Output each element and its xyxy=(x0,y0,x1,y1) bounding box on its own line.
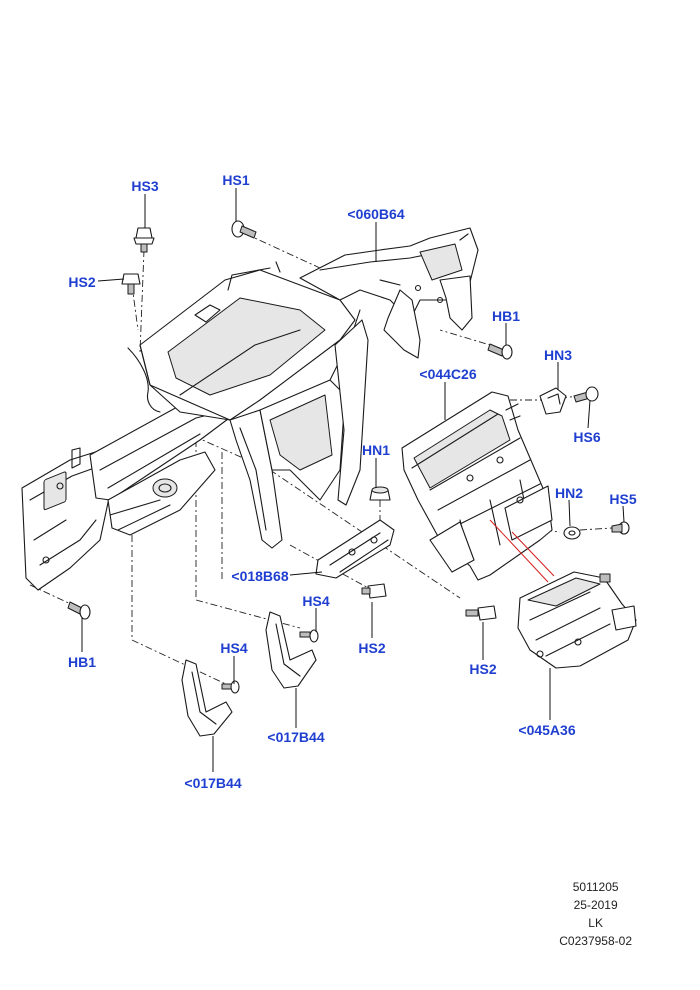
bolt-hs2-upper xyxy=(121,273,141,295)
callout-044c26: <044C26 xyxy=(419,366,477,382)
bracket-017b44-lower xyxy=(181,659,233,737)
callout-hs5: HS5 xyxy=(609,491,637,507)
fasteners xyxy=(67,220,630,694)
bolt-hs2-center xyxy=(361,583,387,599)
callout-hn2: HN2 xyxy=(554,485,584,501)
callout-hs2-right: HS2 xyxy=(469,661,497,677)
highlight-lines xyxy=(489,519,555,583)
callout-017b44-upper: <017B44 xyxy=(267,729,325,745)
callout-hs2-upper: HS2 xyxy=(68,274,96,290)
callout-hn1: HN1 xyxy=(361,442,391,458)
diagram-reference-block: 5011205 25-2019 LK C0237958-02 xyxy=(559,878,632,950)
bolt-hb1-right xyxy=(487,343,513,360)
reference-number: 5011205 xyxy=(572,880,619,894)
screw-hs1 xyxy=(231,220,257,239)
screw-hs4-lower xyxy=(221,680,240,694)
callout-hs3: HS3 xyxy=(131,178,159,194)
callout-017b44-lower: <017B44 xyxy=(184,775,242,791)
bracket-018b68 xyxy=(315,519,395,579)
reference-illustration-id: C0237958-02 xyxy=(559,934,632,948)
screw-hs5 xyxy=(611,521,630,535)
module-045a36 xyxy=(517,571,637,669)
bolt-hs3 xyxy=(133,227,155,253)
bolt-hb1-left xyxy=(67,601,91,620)
bracket-017b44-upper xyxy=(265,611,317,689)
display-frame-044c26 xyxy=(401,391,553,581)
callout-hs6: HS6 xyxy=(573,429,601,445)
screw-hs4-upper xyxy=(299,629,319,643)
reference-variant: LK xyxy=(588,916,603,930)
nut-hn2 xyxy=(563,526,581,540)
callout-018b68: <018B68 xyxy=(231,568,289,584)
bolt-hs2-right xyxy=(465,605,497,621)
screw-hs6 xyxy=(573,386,599,403)
callout-060b64: <060B64 xyxy=(347,206,405,222)
reference-date-code: 25-2019 xyxy=(573,898,618,912)
callout-045a36: <045A36 xyxy=(518,722,576,738)
callout-hs4-upper: HS4 xyxy=(302,593,330,609)
callout-hn3: HN3 xyxy=(543,347,573,363)
callout-hb1-left: HB1 xyxy=(67,654,97,670)
callout-hs4-lower: HS4 xyxy=(220,640,248,656)
callout-hb1-right: HB1 xyxy=(491,308,521,324)
clip-nut-hn3 xyxy=(539,387,567,415)
leader-lines xyxy=(81,188,625,772)
callout-hs1: HS1 xyxy=(222,172,250,188)
nut-hn1 xyxy=(369,486,391,501)
callout-hs2-center: HS2 xyxy=(358,640,386,656)
cross-car-beam xyxy=(21,227,479,591)
